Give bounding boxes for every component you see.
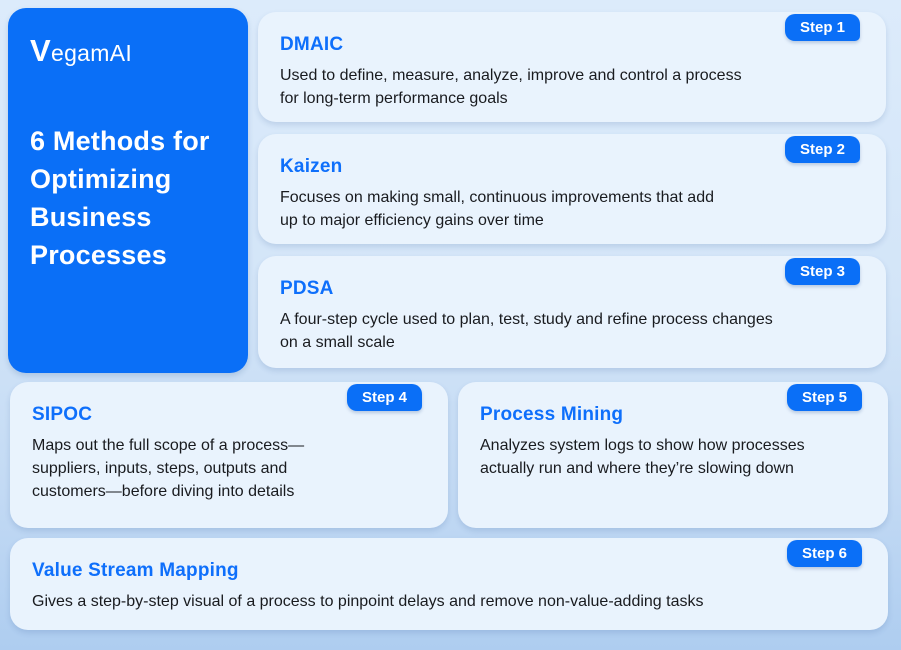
- method-title: DMAIC: [280, 34, 344, 55]
- method-card-process-mining: Step 5 Process Mining Analyzes system lo…: [458, 382, 888, 528]
- method-description: Gives a step-by-step visual of a process…: [32, 593, 704, 610]
- method-card-value-stream-mapping: Step 6 Value Stream Mapping Gives a step…: [10, 538, 888, 630]
- method-description: Maps out the full scope of a process—sup…: [32, 437, 305, 500]
- method-description: Analyzes system logs to show how process…: [480, 437, 805, 477]
- method-card-pdsa: Step 3 PDSA A four-step cycle used to pl…: [258, 256, 886, 368]
- method-title: SIPOC: [32, 404, 93, 425]
- step-badge: Step 1: [784, 14, 860, 41]
- method-description: Used to define, measure, analyze, improv…: [280, 67, 742, 107]
- method-description: Focuses on making small, continuous impr…: [280, 189, 714, 229]
- vegamai-logo: VegamAI: [30, 33, 133, 68]
- step-badge: Step 2: [784, 136, 860, 163]
- brand-panel: VegamAI 6 Methods for Optimizing Busines…: [8, 8, 248, 373]
- method-title: Value Stream Mapping: [32, 560, 239, 581]
- method-card-sipoc: Step 4 SIPOC Maps out the full scope of …: [10, 382, 448, 528]
- page-title: 6 Methods for Optimizing Business Proces…: [30, 126, 210, 270]
- step-badge: Step 4: [346, 384, 422, 411]
- method-title: Kaizen: [280, 156, 343, 177]
- step-badge: Step 6: [786, 540, 862, 567]
- step-badge: Step 5: [786, 384, 862, 411]
- method-title: Process Mining: [480, 404, 624, 425]
- method-title: PDSA: [280, 278, 334, 299]
- method-card-dmaic: Step 1 DMAIC Used to define, measure, an…: [258, 12, 886, 122]
- method-card-kaizen: Step 2 Kaizen Focuses on making small, c…: [258, 134, 886, 244]
- method-description: A four-step cycle used to plan, test, st…: [280, 311, 773, 351]
- step-badge: Step 3: [784, 258, 860, 285]
